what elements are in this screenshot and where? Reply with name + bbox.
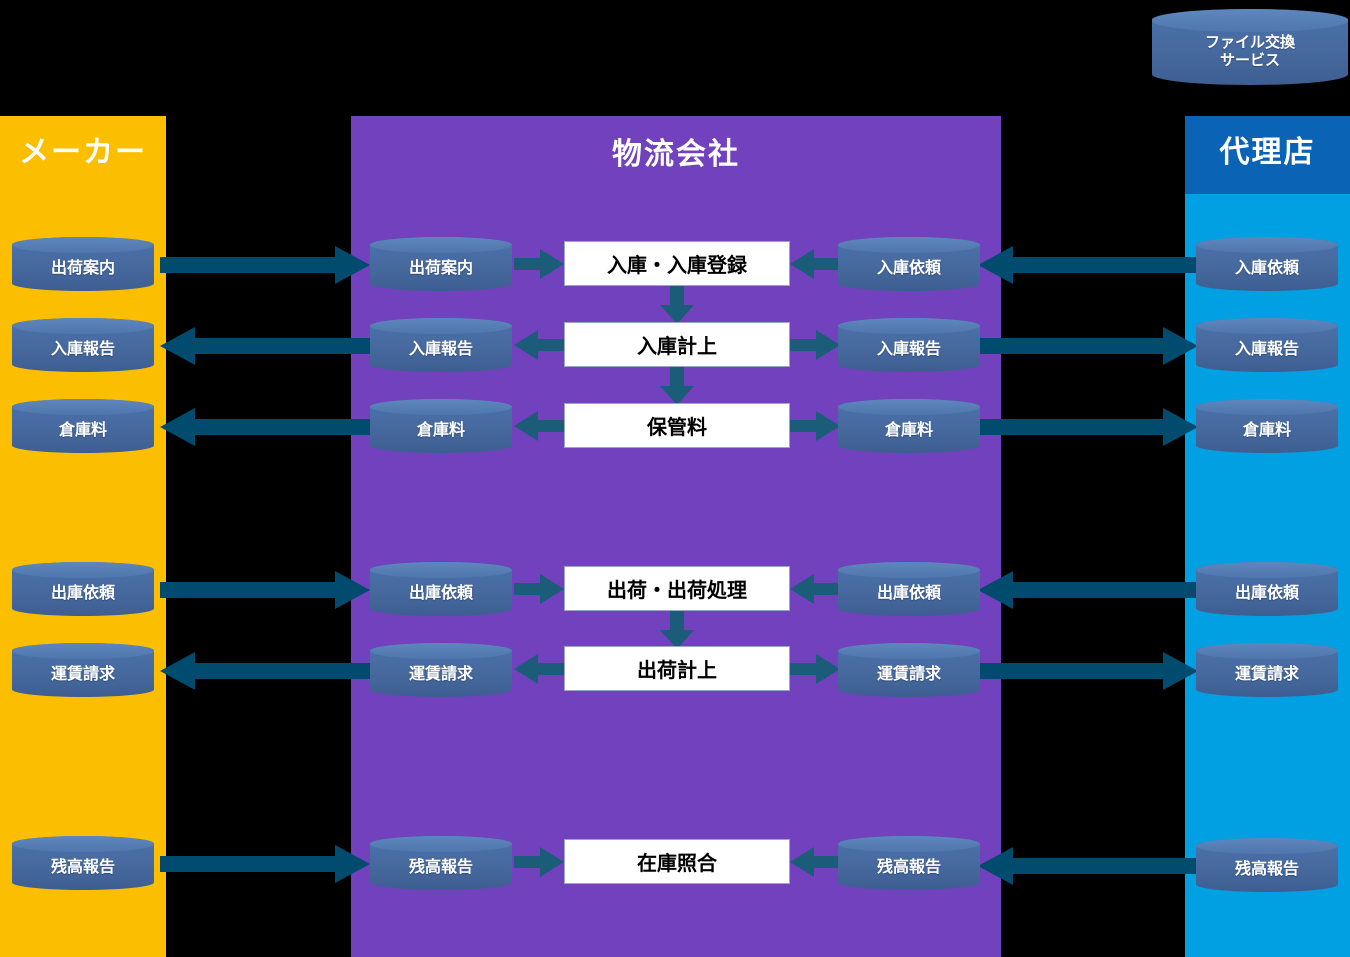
maker-item-warehouse-fee[interactable]: 倉庫料 <box>12 399 154 453</box>
logistics-left-item-label: 出荷案内 <box>408 259 473 277</box>
inner-arrow-right-warehousing-report-right <box>790 330 840 360</box>
file-exchange-service-cylinder: ファイル交換 サービス <box>1152 9 1348 85</box>
vertical-arrow-accounting-to-storage-fee <box>660 365 694 405</box>
logistics-right-item-warehouse-fee[interactable]: 倉庫料 <box>838 399 980 453</box>
flow-arrow-maker-to-logistics-delivery-request <box>160 571 370 609</box>
flow-arrow-maker-to-logistics-balance-report <box>160 845 370 883</box>
inner-arrow-right-delivery-request-left <box>790 574 840 604</box>
maker-item-label: 入庫報告 <box>50 340 115 358</box>
inner-arrow-left-warehouse-fee-left <box>514 411 564 441</box>
process-box-label: 出荷・出荷処理 <box>607 580 747 602</box>
logistics-left-item-warehousing-report[interactable]: 入庫報告 <box>370 318 512 372</box>
agency-item-label: 運賃請求 <box>1234 665 1299 683</box>
flow-arrow-logistics-to-agency-warehouse-fee <box>978 408 1198 446</box>
vertical-arrow-shipping-process-to-shipping-accounting <box>660 609 694 649</box>
logistics-right-item-label: 入庫依頼 <box>876 259 941 277</box>
agency-item-warehousing-report[interactable]: 入庫報告 <box>1196 318 1338 372</box>
agency-item-label: 入庫依頼 <box>1234 259 1299 277</box>
flow-arrow-agency-to-logistics-delivery-request <box>978 571 1198 609</box>
inner-arrow-left-balance-report-right <box>514 847 564 877</box>
flow-arrow-logistics-to-maker-warehouse-fee <box>160 408 370 446</box>
logistics-right-item-label: 入庫報告 <box>876 340 941 358</box>
logistics-right-item-balance-report[interactable]: 残高報告 <box>838 836 980 890</box>
maker-column-title: メーカー <box>19 136 147 169</box>
logistics-right-item-label: 残高報告 <box>876 858 941 876</box>
process-box-warehousing-accounting[interactable]: 入庫計上 <box>564 322 790 367</box>
logistics-right-item-warehousing-request[interactable]: 入庫依頼 <box>838 237 980 291</box>
maker-item-label: 倉庫料 <box>58 421 107 439</box>
maker-item-delivery-request[interactable]: 出庫依頼 <box>12 562 154 616</box>
process-box-storage-fee[interactable]: 保管料 <box>564 403 790 448</box>
logistics-left-item-warehouse-fee[interactable]: 倉庫料 <box>370 399 512 453</box>
maker-item-warehousing-report[interactable]: 入庫報告 <box>12 318 154 372</box>
logistics-left-item-label: 運賃請求 <box>408 665 473 683</box>
inner-arrow-right-warehousing-request-left <box>790 249 840 279</box>
file-service-label-line1: ファイル交換 <box>1204 34 1295 52</box>
agency-column-title: 代理店 <box>1219 136 1316 169</box>
logistics-left-item-balance-report[interactable]: 残高報告 <box>370 836 512 890</box>
inner-arrow-left-freight-charge-left <box>514 654 564 684</box>
agency-item-warehousing-request[interactable]: 入庫依頼 <box>1196 237 1338 291</box>
maker-item-label: 出荷案内 <box>50 259 115 277</box>
flow-arrow-agency-to-logistics-warehousing-request <box>978 246 1198 284</box>
agency-item-freight-charge[interactable]: 運賃請求 <box>1196 643 1338 697</box>
inner-arrow-left-delivery-request-right <box>514 574 564 604</box>
flow-arrow-agency-to-logistics-balance-report <box>978 847 1198 885</box>
process-box-stock-reconciliation[interactable]: 在庫照合 <box>564 839 790 884</box>
maker-item-label: 出庫依頼 <box>50 584 115 602</box>
flow-arrow-maker-to-logistics-shipping-notice <box>160 246 370 284</box>
process-box-label: 出荷計上 <box>637 660 717 682</box>
maker-item-label: 残高報告 <box>50 858 115 876</box>
logistics-column-title: 物流会社 <box>612 138 740 171</box>
flow-arrow-logistics-to-agency-warehousing-report <box>978 327 1198 365</box>
process-box-shipping-accounting[interactable]: 出荷計上 <box>564 646 790 691</box>
inner-arrow-right-freight-charge-right <box>790 654 840 684</box>
process-box-shipping-process[interactable]: 出荷・出荷処理 <box>564 566 790 611</box>
maker-item-shipping-notice[interactable]: 出荷案内 <box>12 237 154 291</box>
file-service-label-line2: サービス <box>1219 52 1280 69</box>
logistics-right-item-label: 出庫依頼 <box>876 584 941 602</box>
flow-arrow-logistics-to-agency-freight-charge <box>978 652 1198 690</box>
agency-item-label: 残高報告 <box>1234 860 1299 878</box>
logistics-right-item-label: 倉庫料 <box>884 421 933 439</box>
vertical-arrow-registration-to-accounting <box>660 284 694 324</box>
agency-item-label: 倉庫料 <box>1242 421 1291 439</box>
agency-item-label: 出庫依頼 <box>1234 584 1299 602</box>
inner-arrow-right-warehouse-fee-right <box>790 411 840 441</box>
maker-item-freight-charge[interactable]: 運賃請求 <box>12 643 154 697</box>
inner-arrow-left-warehousing-report-left <box>514 330 564 360</box>
logistics-right-item-warehousing-report[interactable]: 入庫報告 <box>838 318 980 372</box>
flow-arrow-logistics-to-maker-freight-charge <box>160 652 370 690</box>
logistics-left-item-shipping-notice[interactable]: 出荷案内 <box>370 237 512 291</box>
process-box-label: 保管料 <box>647 417 707 439</box>
agency-item-delivery-request[interactable]: 出庫依頼 <box>1196 562 1338 616</box>
logistics-left-item-delivery-request[interactable]: 出庫依頼 <box>370 562 512 616</box>
process-box-label: 入庫・入庫登録 <box>607 255 747 277</box>
agency-item-warehouse-fee[interactable]: 倉庫料 <box>1196 399 1338 453</box>
agency-column-header-band <box>1185 116 1350 194</box>
process-box-label: 在庫照合 <box>637 853 717 875</box>
logistics-left-item-label: 倉庫料 <box>416 421 465 439</box>
logistics-left-item-freight-charge[interactable]: 運賃請求 <box>370 643 512 697</box>
inner-arrow-right-balance-report-left <box>790 847 840 877</box>
maker-item-balance-report[interactable]: 残高報告 <box>12 836 154 890</box>
process-box-warehousing-registration[interactable]: 入庫・入庫登録 <box>564 241 790 286</box>
agency-item-balance-report[interactable]: 残高報告 <box>1196 838 1338 892</box>
logistics-left-item-label: 出庫依頼 <box>408 584 473 602</box>
agency-item-label: 入庫報告 <box>1234 340 1299 358</box>
inner-arrow-left-shipping-notice-right <box>514 249 564 279</box>
logistics-left-item-label: 入庫報告 <box>408 340 473 358</box>
flow-arrow-logistics-to-maker-warehousing-report <box>160 327 370 365</box>
logistics-right-item-delivery-request[interactable]: 出庫依頼 <box>838 562 980 616</box>
maker-item-label: 運賃請求 <box>50 665 115 683</box>
logistics-right-item-label: 運賃請求 <box>876 665 941 683</box>
logistics-right-item-freight-charge[interactable]: 運賃請求 <box>838 643 980 697</box>
process-box-label: 入庫計上 <box>637 336 717 358</box>
logistics-left-item-label: 残高報告 <box>408 858 473 876</box>
